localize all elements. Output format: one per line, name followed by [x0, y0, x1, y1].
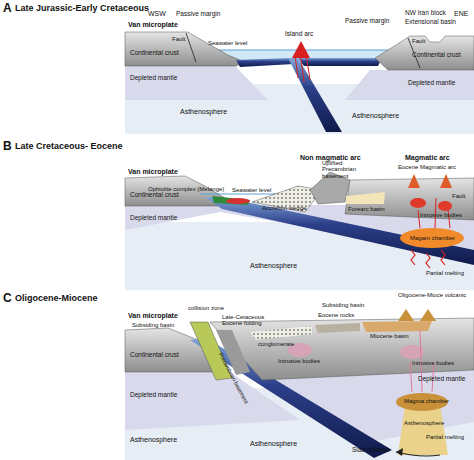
oceanic-plate: [236, 58, 294, 67]
continental-crust: [345, 178, 474, 220]
panel-a-art: [125, 32, 474, 134]
feature-label: Intrusive bodies: [420, 212, 462, 218]
feature-label: Eocene Magmatic arc: [398, 164, 456, 170]
layer-label: Depleted mantle: [130, 75, 177, 82]
feature-label: Magma chamber: [404, 398, 449, 404]
oceanic-plate: [298, 58, 382, 66]
feature-label: Uplifted Precambrian basement: [322, 160, 372, 179]
panel-letter: A: [3, 2, 12, 15]
continental-crust: [375, 36, 474, 70]
continental-crust: [125, 176, 225, 206]
panel-title: Oligocene-Miocene: [15, 294, 98, 303]
rollback-arrow: [396, 452, 440, 456]
feature-label: Forearc basin: [348, 206, 385, 212]
feature-label: Intrusive bodies: [278, 358, 320, 364]
volcano: [408, 174, 452, 188]
panel-letter: C: [3, 292, 12, 305]
feature-label: Extensional basin: [405, 19, 456, 26]
feature-label: Seawater level: [208, 40, 247, 46]
fault-label: Fault: [412, 38, 425, 44]
asthenosphere-column: [398, 405, 448, 455]
eocene-rocks: [315, 323, 360, 333]
conglomerate: [250, 326, 312, 340]
feature-label: Passive margin: [176, 11, 220, 18]
layer-label: Continental crust: [130, 192, 179, 199]
fault-label: Fault: [452, 193, 465, 199]
miocene-basin: [362, 321, 432, 332]
plate-label: Van microplate: [128, 21, 178, 28]
feature-label: Seawater level: [232, 187, 271, 193]
depleted-mantle: [125, 66, 268, 100]
panel-c-art: [125, 309, 474, 460]
depleted-mantle: [345, 70, 474, 100]
ophiolite: [226, 198, 250, 204]
layer-label: Depleted mantle: [408, 80, 455, 87]
layer-label: Asthenosphere: [250, 262, 297, 269]
continental-crust: [125, 32, 245, 66]
layer-label: Asthenosphere: [404, 420, 444, 426]
feature-label: Magam chamber: [410, 235, 455, 241]
feature-label: Late-Cetaceous Eocene folding: [222, 314, 284, 327]
feature-label: Slab rollback: [352, 447, 389, 454]
feature-label: collision zone: [188, 305, 224, 311]
volcano: [398, 309, 436, 321]
plate-label: Van microplate: [128, 312, 178, 319]
panel-letter: B: [3, 140, 12, 153]
direction-label: ENE: [454, 10, 468, 17]
feature-label: Subsiding basin: [132, 322, 174, 328]
layer-label: Asthenosphere: [250, 440, 297, 447]
panel-title: Late Cretaceous- Eocene: [15, 142, 123, 151]
feature-label: NW Iran block: [405, 10, 446, 17]
layer-label: Depleted mantle: [418, 376, 465, 383]
feature-label: Oligocene-Mioce volcanic: [398, 292, 468, 298]
layer-label: Continental crust: [130, 50, 179, 57]
feature-label: Partial melting: [426, 270, 464, 276]
plate-label: Van microplate: [128, 168, 178, 175]
arc-label: Magmatic arc: [405, 154, 450, 161]
feature-label: Accretion wedge: [262, 205, 306, 211]
fault-line: [186, 33, 196, 62]
feature-label: Subsiding basin: [322, 302, 364, 308]
feature-label: conglomerate: [258, 341, 294, 347]
feature-label: Island arc: [285, 31, 313, 38]
panel-b-art: [125, 172, 474, 290]
arrow-head: [396, 448, 403, 456]
layer-label: Asthenosphere: [180, 108, 227, 115]
partial-melting: [411, 250, 445, 268]
panel-title: Late Jurassic-Early Cretaceous: [15, 4, 149, 13]
magma-chamber: [400, 228, 464, 248]
intrusive-body: [410, 198, 426, 208]
feature-label: Passive margin: [345, 18, 389, 25]
continental-crust: [210, 318, 474, 380]
layer-label: Asthenosphere: [352, 112, 399, 119]
subducting-slab: [288, 58, 342, 132]
direction-label: WSW: [148, 10, 166, 17]
ophiolite: [212, 196, 250, 205]
layer-label: Asthenosphere: [130, 436, 177, 443]
feature-label: Intrusive bodies: [412, 360, 454, 366]
feature-label: Eocene rocks: [318, 312, 354, 318]
intrusive-body: [438, 201, 452, 211]
layer-label: Depleted mantle: [130, 215, 177, 222]
layer-label: Continental crust: [412, 52, 461, 59]
asthenosphere: [125, 222, 474, 290]
feature-label: Miocene basin: [370, 333, 409, 339]
layer-label: Depleted mantle: [130, 392, 177, 399]
fault-label: Fault: [172, 36, 185, 42]
magma-path: [295, 52, 310, 82]
forearc-basin: [346, 192, 385, 204]
feature-label: Partial melting: [426, 434, 464, 440]
layer-label: Continental crust: [130, 352, 179, 359]
